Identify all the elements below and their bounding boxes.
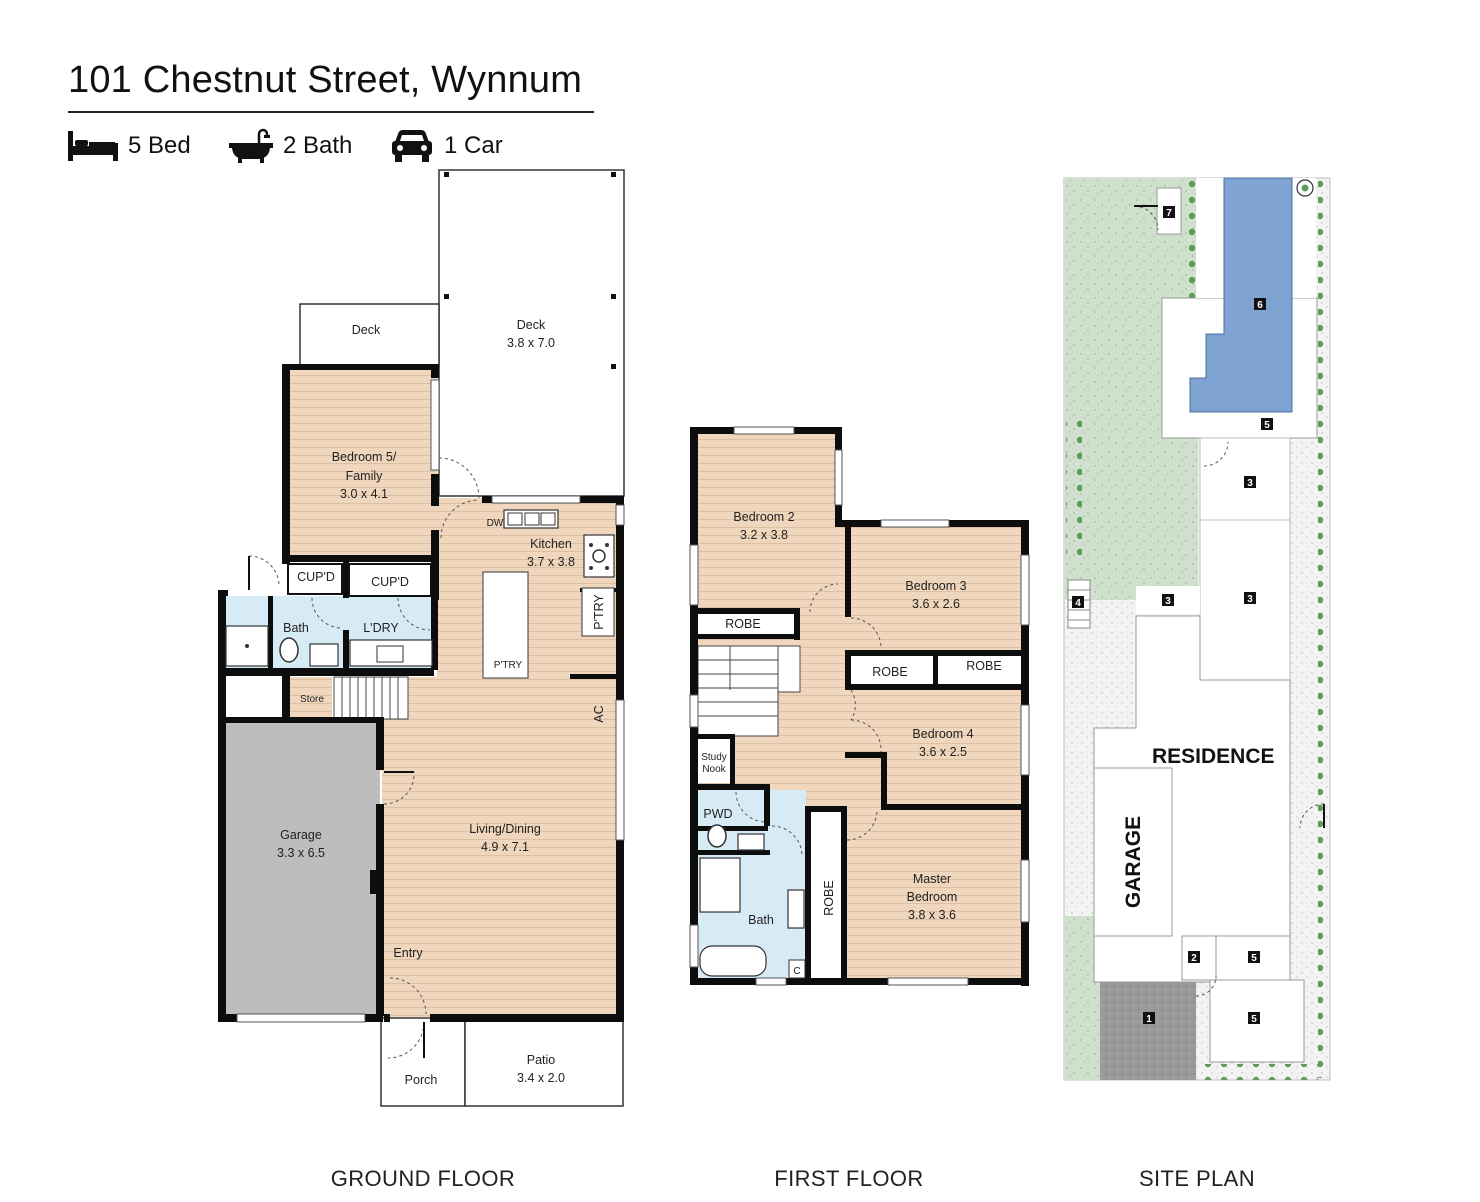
shower bbox=[225, 625, 269, 667]
car-icon bbox=[392, 130, 432, 162]
site-badge-3c: 3 bbox=[1165, 596, 1171, 607]
site-badge-3b: 3 bbox=[1247, 594, 1253, 605]
robe-label-1: ROBE bbox=[725, 617, 760, 631]
site-badges: 1 2 3 3 3 4 5 5 5 6 7 bbox=[1072, 206, 1273, 1025]
laundry-label: L'DRY bbox=[363, 621, 399, 635]
site-badge-7: 7 bbox=[1166, 208, 1172, 219]
feature-car: 1 Car bbox=[390, 128, 503, 164]
pwd-toilet bbox=[707, 824, 727, 848]
cupboard-label-1: CUP'D bbox=[297, 570, 335, 584]
master-label-line2: Bedroom bbox=[907, 890, 958, 904]
title-underline bbox=[68, 111, 594, 113]
garage-dim: 3.3 x 6.5 bbox=[277, 846, 325, 860]
first-floor-title: FIRST FLOOR bbox=[774, 1166, 923, 1191]
bed-count: 5 Bed bbox=[128, 132, 191, 159]
patio bbox=[464, 1017, 624, 1107]
garage-floor bbox=[222, 720, 380, 1017]
pantry-island-label: P'TRY bbox=[494, 660, 523, 671]
property-title: 101 Chestnut Street, Wynnum bbox=[68, 59, 583, 101]
bedroom5-floor bbox=[286, 367, 437, 562]
car-count: 1 Car bbox=[444, 132, 503, 159]
porch-label: Porch bbox=[405, 1073, 438, 1087]
bathtub-icon bbox=[229, 128, 273, 163]
pantry-side-label: P'TRY bbox=[592, 594, 606, 630]
bedroom2-label: Bedroom 2 bbox=[733, 510, 794, 524]
patio-label: Patio bbox=[527, 1053, 556, 1067]
pool bbox=[1189, 177, 1293, 413]
bedroom4-dim: 3.6 x 2.5 bbox=[919, 745, 967, 759]
site-badge-1: 1 bbox=[1146, 1014, 1152, 1025]
ground-floor-plan: Deck Deck 3.8 x 7.0 Bedroom 5/ Family 3.… bbox=[218, 169, 625, 1191]
ground-stairs bbox=[333, 676, 409, 720]
feature-bed: 5 Bed bbox=[68, 128, 191, 164]
dishwasher-label: DW bbox=[487, 518, 504, 529]
deck-large-dim: 3.8 x 7.0 bbox=[507, 336, 555, 350]
cupboard-c-label: C bbox=[793, 966, 800, 977]
bedroom5-label-line2: Family bbox=[346, 469, 384, 483]
residence-label: RESIDENCE bbox=[1152, 745, 1275, 768]
bedroom4-label: Bedroom 4 bbox=[912, 727, 973, 741]
bed-icon bbox=[68, 131, 118, 161]
patio-dim: 3.4 x 2.0 bbox=[517, 1071, 565, 1085]
deck-small bbox=[299, 303, 440, 368]
cooktop bbox=[583, 534, 615, 578]
kitchen-living-floor bbox=[437, 498, 621, 1018]
master-robe bbox=[811, 812, 841, 978]
kitchen-island bbox=[482, 571, 529, 679]
site-plan: 1 2 3 3 3 4 5 5 5 6 7 RESIDENCE GARAGE S… bbox=[1063, 177, 1332, 1191]
first-bath-label: Bath bbox=[748, 913, 774, 927]
site-badge-5b: 5 bbox=[1251, 953, 1257, 964]
living-label: Living/Dining bbox=[469, 822, 541, 836]
bath-count: 2 Bath bbox=[283, 132, 353, 159]
first-bathtub bbox=[699, 945, 767, 977]
entry-label: Entry bbox=[393, 946, 423, 960]
robe-label-4: ROBE bbox=[822, 880, 836, 915]
bedroom2-dim: 3.2 x 3.8 bbox=[740, 528, 788, 542]
ground-bath-label: Bath bbox=[283, 621, 309, 635]
bedroom3-label: Bedroom 3 bbox=[905, 579, 966, 593]
site-plan-title: SITE PLAN bbox=[1139, 1166, 1255, 1191]
living-dim: 4.9 x 7.1 bbox=[481, 840, 529, 854]
toilet bbox=[279, 637, 299, 663]
feature-bath: 2 Bath bbox=[229, 128, 352, 164]
lawn bbox=[1064, 178, 1198, 600]
first-shower bbox=[699, 857, 741, 913]
site-badge-2: 2 bbox=[1191, 953, 1197, 964]
kitchen-sink bbox=[503, 509, 559, 529]
deck-small-label: Deck bbox=[352, 323, 381, 337]
robe-label-3: ROBE bbox=[966, 659, 1001, 673]
site-badge-6: 6 bbox=[1257, 300, 1263, 311]
site-badge-5a: 5 bbox=[1264, 420, 1270, 431]
kitchen-label: Kitchen bbox=[530, 537, 572, 551]
site-badge-3a: 3 bbox=[1247, 478, 1253, 489]
vanity bbox=[309, 643, 339, 667]
ground-floor-title: GROUND FLOOR bbox=[331, 1166, 515, 1191]
site-garage bbox=[1093, 767, 1173, 937]
robe-label-2: ROBE bbox=[872, 665, 907, 679]
cupboard-label-2: CUP'D bbox=[371, 575, 409, 589]
store-label: Store bbox=[300, 694, 324, 705]
bedroom5-label-line1: Bedroom 5/ bbox=[332, 450, 397, 464]
site-badge-4: 4 bbox=[1075, 598, 1081, 609]
study-label-line1: Study bbox=[701, 752, 727, 763]
deck-large bbox=[438, 169, 625, 497]
study-label-line2: Nook bbox=[702, 764, 726, 775]
master-dim: 3.8 x 3.6 bbox=[908, 908, 956, 922]
kitchen-dim: 3.7 x 3.8 bbox=[527, 555, 575, 569]
site-badge-5c: 5 bbox=[1251, 1014, 1257, 1025]
master-label-line1: Master bbox=[913, 872, 951, 886]
ac-label: AC bbox=[592, 705, 606, 722]
bedroom3-dim: 3.6 x 2.6 bbox=[912, 597, 960, 611]
pwd-label: PWD bbox=[703, 807, 732, 821]
deck-large-label: Deck bbox=[517, 318, 546, 332]
site-garage-label: GARAGE bbox=[1122, 816, 1145, 908]
bedroom5-dim: 3.0 x 4.1 bbox=[340, 487, 388, 501]
first-stairs bbox=[697, 645, 801, 737]
first-floor-plan: Bedroom 2 3.2 x 3.8 Bedroom 3 3.6 x 2.6 … bbox=[689, 426, 1030, 1191]
garage-label: Garage bbox=[280, 828, 322, 842]
